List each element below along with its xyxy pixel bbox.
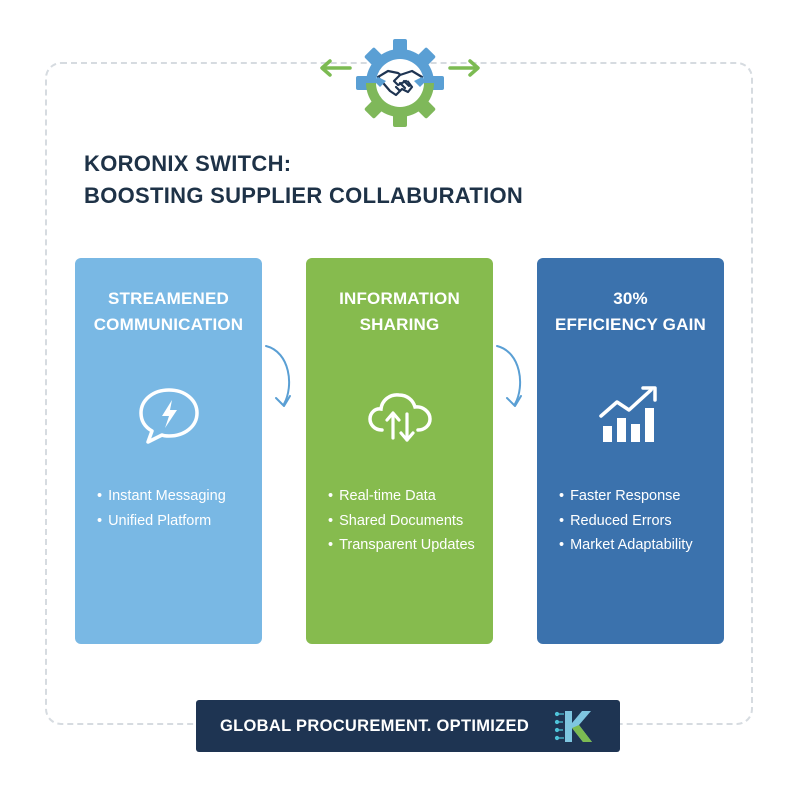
card-title: STREAMENED COMMUNICATION [75, 286, 262, 338]
title-line-2: BOOSTING SUPPLIER COLLABURATION [84, 183, 524, 208]
footer-text: GLOBAL PROCUREMENT. OPTIMIZED [220, 716, 530, 735]
card-communication: STREAMENED COMMUNICATION Instant Messagi… [75, 258, 262, 644]
growth-chart-icon [598, 386, 657, 442]
card-title-line-2: EFFICIENCY GAIN [555, 315, 706, 334]
card-information-sharing: INFORMATION SHARING Real-time Data Share… [306, 258, 493, 644]
bullet-list: Instant Messaging Unified Platform [97, 484, 254, 533]
card-title: 30% EFFICIENCY GAIN [537, 286, 724, 338]
list-item: Market Adaptability [559, 533, 716, 558]
arrow-right-icon [448, 59, 480, 77]
koronix-logo-icon [554, 711, 592, 742]
handshake-gear-icon [356, 39, 444, 127]
page-title: KORONIX SWITCH: BOOSTING SUPPLIER COLLAB… [84, 148, 523, 212]
card-title-line-1: 30% [613, 289, 648, 308]
chat-bubble-lightning-icon [138, 388, 199, 444]
list-item: Transparent Updates [328, 533, 485, 558]
arrow-left-icon [320, 59, 352, 77]
card-title-line-2: COMMUNICATION [93, 315, 244, 334]
title-line-1: KORONIX SWITCH: [84, 151, 292, 176]
list-item: Real-time Data [328, 484, 485, 509]
list-item: Faster Response [559, 484, 716, 509]
card-title-line-1: INFORMATION [339, 289, 460, 308]
list-item: Reduced Errors [559, 509, 716, 534]
bullet-list: Faster Response Reduced Errors Market Ad… [559, 484, 716, 558]
footer-banner: GLOBAL PROCUREMENT. OPTIMIZED [196, 700, 620, 752]
card-efficiency-gain: 30% EFFICIENCY GAIN Faster Response Redu… [537, 258, 724, 644]
card-title-line-2: SHARING [359, 315, 440, 334]
list-item: Shared Documents [328, 509, 485, 534]
cloud-sync-icon [367, 393, 432, 442]
curved-arrow-icon [265, 345, 291, 407]
card-title-line-1: STREAMENED [107, 289, 229, 308]
list-item: Unified Platform [97, 509, 254, 534]
card-title: INFORMATION SHARING [306, 286, 493, 338]
bullet-list: Real-time Data Shared Documents Transpar… [328, 484, 485, 558]
curved-arrow-icon [496, 345, 522, 407]
list-item: Instant Messaging [97, 484, 254, 509]
